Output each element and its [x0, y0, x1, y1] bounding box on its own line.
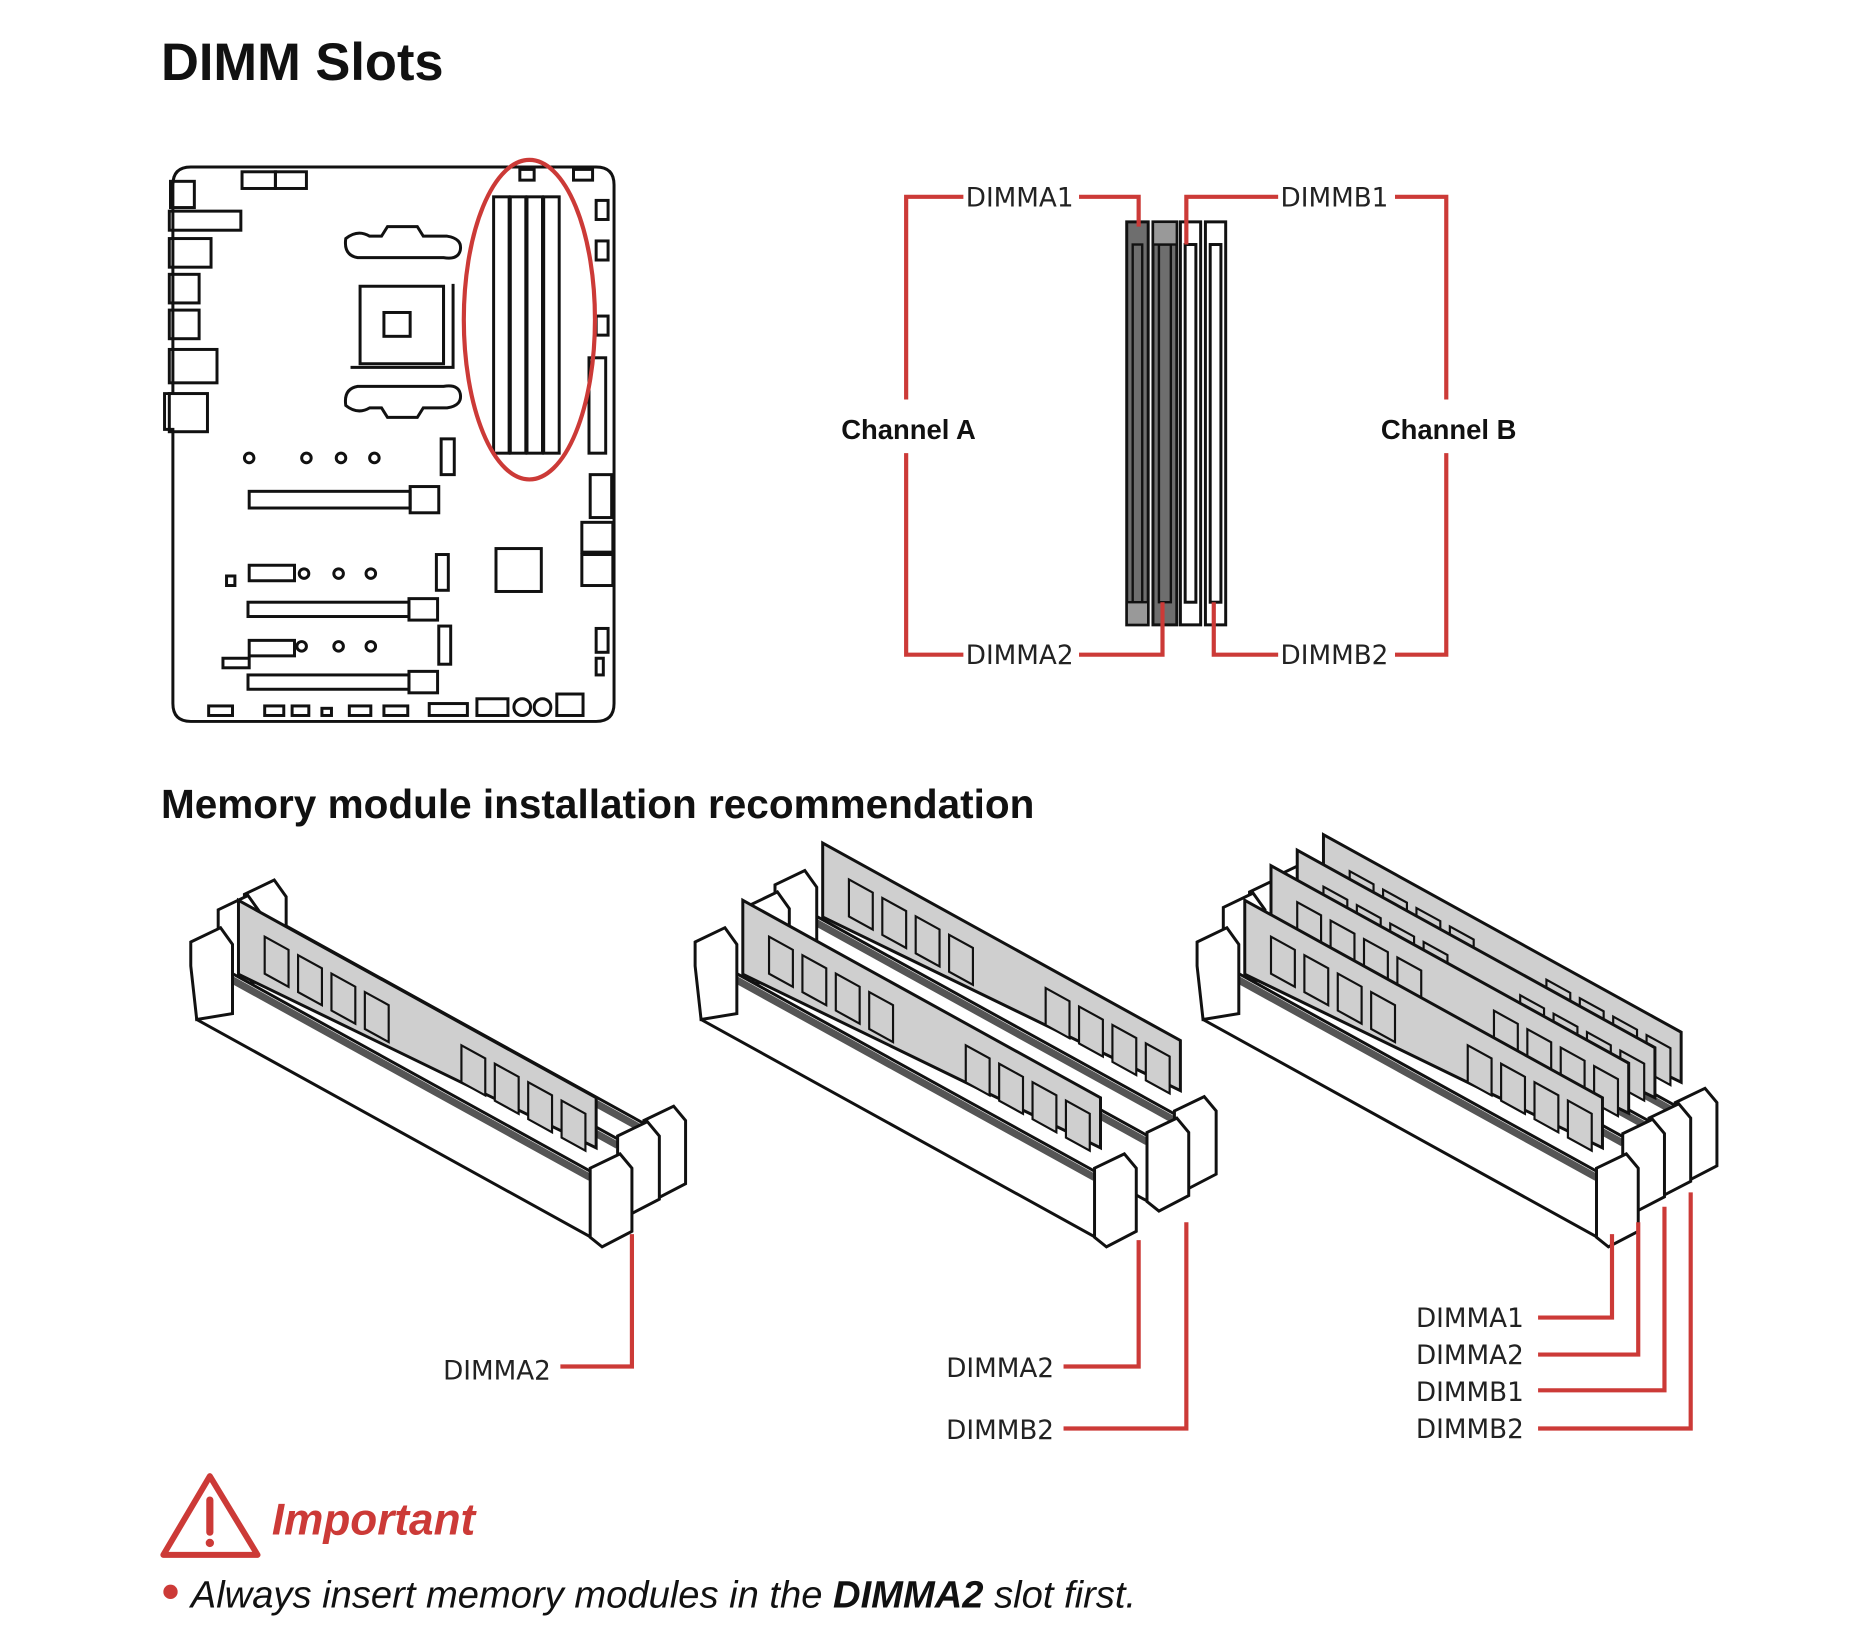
important-note: Always insert memory modules in the DIMM…: [189, 1573, 1136, 1616]
memory-chip: [1269, 934, 1296, 989]
installation-labels: DIMMA2 DIMMA2 DIMMB2 DIMMA1 DIMMA2 DIMMB…: [443, 1192, 1693, 1446]
memory-chip: [363, 990, 390, 1044]
memory-chip: [1077, 1004, 1104, 1059]
important-heading: Important: [272, 1496, 478, 1545]
config2-label-dimma2: DIMMA2: [946, 1354, 1054, 1384]
dimm-slot-with-module: [189, 897, 634, 1249]
memory-chip: [1533, 1080, 1560, 1135]
memory-chip: [847, 877, 874, 932]
important-section: Important Always insert memory modules i…: [160, 1473, 1136, 1616]
label-dimma1: DIMMA1: [966, 183, 1074, 213]
memory-chip: [1044, 986, 1071, 1040]
memory-chip: [998, 1061, 1025, 1116]
memory-chip: [1064, 1098, 1091, 1153]
memory-chip: [330, 971, 357, 1026]
memory-chip: [767, 934, 794, 989]
bullet: [163, 1584, 178, 1599]
config1-label-dimma2: DIMMA2: [443, 1357, 551, 1387]
label-channel-b: Channel B: [1381, 414, 1517, 445]
config3-label-dimma1: DIMMA1: [1416, 1304, 1524, 1334]
memory-chip: [1566, 1098, 1593, 1153]
memory-chip: [1111, 1023, 1138, 1077]
memory-chip: [1336, 971, 1363, 1026]
config2-label-dimmb2: DIMMB2: [946, 1416, 1054, 1446]
memory-chip: [964, 1043, 991, 1098]
memory-chip: [460, 1043, 487, 1098]
memory-chip: [493, 1061, 520, 1116]
config3-label-dimma2: DIMMA2: [1416, 1341, 1524, 1371]
memory-chip: [560, 1098, 587, 1153]
memory-chip: [948, 932, 974, 987]
memory-chip: [881, 896, 908, 950]
dimm-slot-with-module: [693, 897, 1138, 1249]
dimm-slot-diagram: DIMMA1 DIMMA2 DIMMB1 DIMMB2 Channel A Ch…: [841, 183, 1516, 671]
memory-chip: [834, 971, 861, 1026]
memory-chip: [1303, 953, 1330, 1008]
motherboard-illustration: [163, 157, 616, 723]
dimm-slot-with-module: [1195, 897, 1640, 1249]
memory-chip: [1144, 1041, 1171, 1096]
memory-chip: [1031, 1080, 1058, 1135]
memory-chip: [527, 1080, 554, 1135]
page-title: DIMM Slots: [161, 34, 444, 92]
warning-icon: [160, 1473, 261, 1558]
memory-chip: [914, 914, 941, 969]
label-channel-a: Channel A: [841, 414, 976, 445]
memory-chip: [1466, 1043, 1493, 1098]
label-dimmb2: DIMMB2: [1281, 641, 1389, 671]
memory-chip: [1370, 990, 1397, 1044]
memory-chip: [297, 953, 323, 1008]
label-dimmb1: DIMMB1: [1281, 183, 1389, 213]
recommendation-heading: Memory module installation recommendatio…: [161, 781, 1034, 827]
installation-illustrations: [189, 832, 1719, 1249]
motherboard-dimm-slots: [492, 195, 561, 455]
memory-chip: [801, 953, 828, 1008]
config3-label-dimmb1: DIMMB1: [1416, 1378, 1524, 1408]
memory-chip: [1500, 1061, 1527, 1116]
config3-label-dimmb2: DIMMB2: [1416, 1415, 1524, 1445]
memory-chip: [263, 934, 290, 989]
dimm-highlight-ellipse: [461, 157, 598, 482]
memory-chip: [868, 990, 895, 1044]
label-dimma2: DIMMA2: [966, 641, 1074, 671]
